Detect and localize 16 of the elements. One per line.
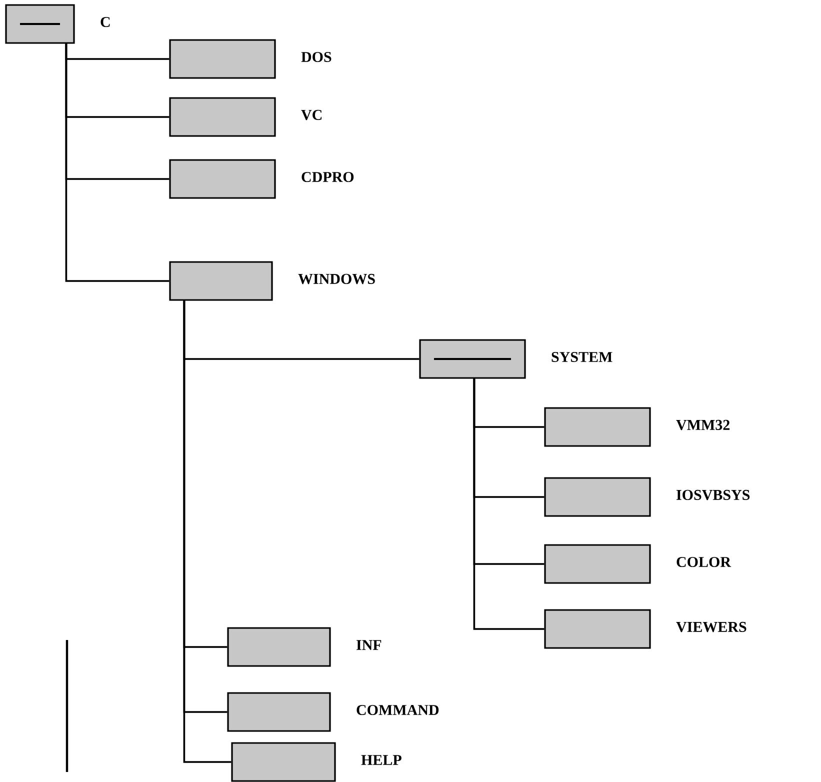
tree-line	[473, 378, 544, 630]
folder-name: COLOR	[676, 556, 732, 568]
folder-name: C	[100, 16, 110, 28]
folder-name: SYSTEM	[552, 352, 612, 362]
folder-name: VMM32	[676, 420, 730, 430]
folder-name: DOS	[301, 52, 332, 62]
tree-line	[183, 300, 232, 763]
folder-name: VIEWERS	[676, 622, 746, 632]
folder-name: IOSVBSYS	[676, 490, 750, 500]
folder-name: WINDOWS	[298, 274, 375, 284]
folder-name: INF	[356, 640, 382, 650]
folder-name: CDPRO	[302, 172, 354, 182]
folder-name: VC	[301, 110, 322, 120]
folder-name: COMMAND	[356, 704, 439, 716]
folder-name: HELP	[361, 755, 402, 765]
tree-line	[65, 44, 170, 282]
